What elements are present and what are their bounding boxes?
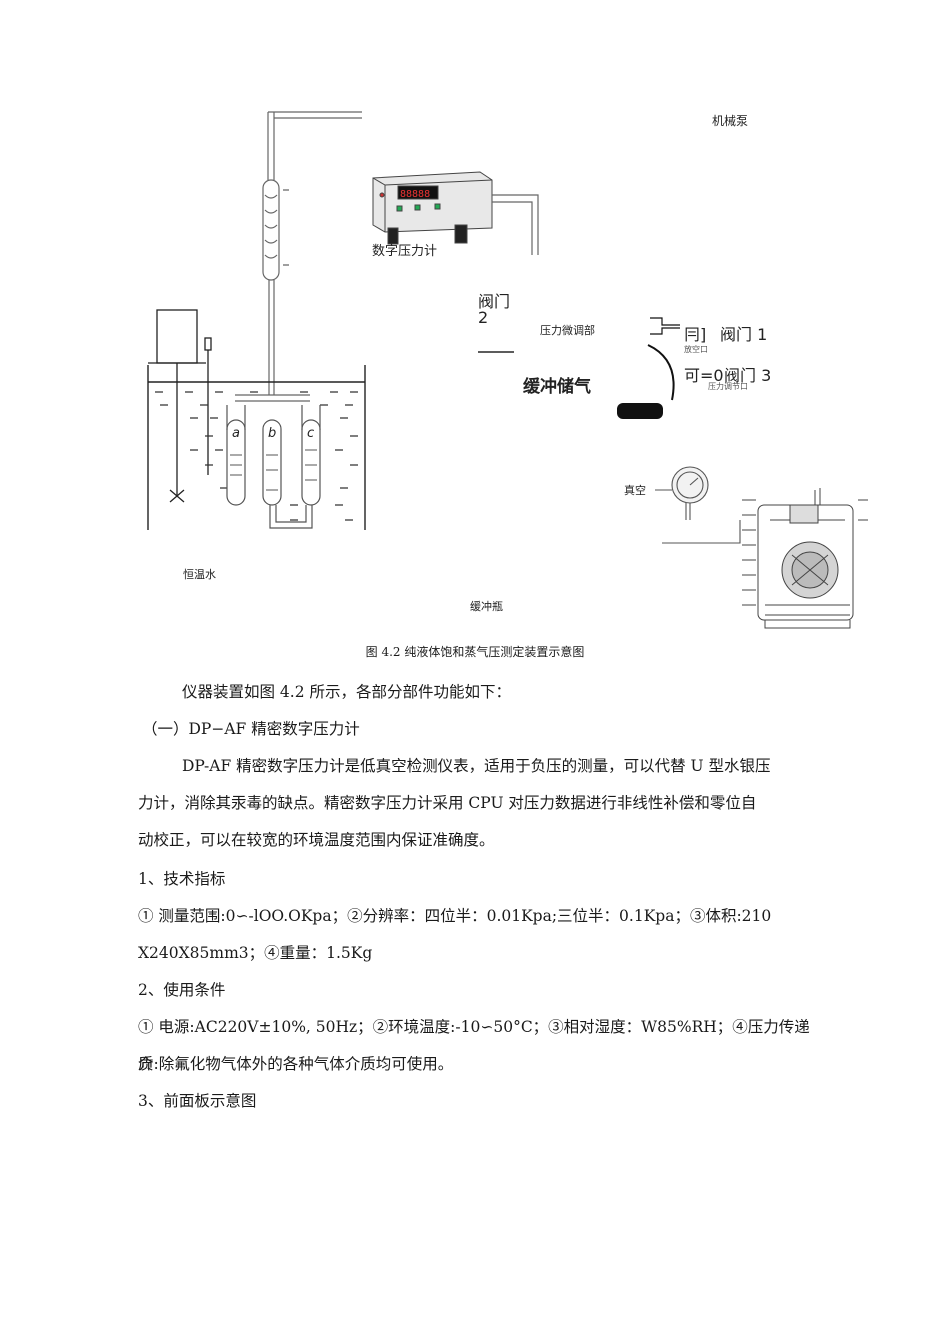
- vacuum-pump: [742, 488, 868, 629]
- label-valve2: 阀门: [478, 292, 511, 311]
- label-valve3-prefix: 可=0: [684, 366, 724, 385]
- conditions-line-1: ① 电源:AC220V±10%, 50Hz；②环境温度:-10∽50°C；③相对…: [138, 1018, 810, 1073]
- label-buffer-bottle: 缓冲瓶: [470, 600, 503, 613]
- label-thermostat: 恒温水: [183, 568, 216, 581]
- intro-paragraph: 仪器装置如图 4.2 所示，各部分部件功能如下：: [182, 683, 512, 701]
- description-line-3: 动校正，可以在较宽的环境温度范围内保证准确度。: [138, 831, 495, 849]
- label-vacuum: 真空: [624, 484, 646, 497]
- heading-tech-specs: 1、技术指标: [138, 870, 226, 888]
- label-buffer-gas: 缓冲储气: [523, 377, 591, 397]
- specs-line-1: ① 测量范围:0∽-lOO.OKpa；②分辨率：四位半：0.01Kpa;三位半：…: [138, 907, 772, 925]
- label-tube-a: a: [232, 426, 240, 441]
- label-valve1: 阀门 1: [720, 325, 768, 344]
- specs-line-2: X240X85mm3；④重量：1.5Kg: [138, 944, 373, 962]
- label-valve3: 阀门 3: [724, 366, 772, 385]
- description-line-1: DP-AF 精密数字压力计是低真空检测仪表，适用于负压的测量，可以代替 U 型水…: [182, 757, 771, 775]
- apparatus-figure: 88888: [0, 0, 950, 640]
- label-vent: 放空口: [684, 345, 708, 354]
- apparatus-diagram: 88888: [147, 111, 868, 629]
- buffer-base: [617, 403, 663, 419]
- label-tube-b: b: [268, 426, 277, 441]
- meter-display-text: 88888: [400, 189, 430, 200]
- water-dashes: [155, 391, 358, 521]
- section-heading-dp-af: （一）DP−AF 精密数字压力计: [142, 720, 360, 738]
- heading-front-panel: 3、前面板示意图: [138, 1092, 257, 1110]
- label-tube-c: c: [307, 426, 315, 441]
- description-line-2: 力计，消除其汞毒的缺点。精密数字压力计采用 CPU 对压力数据进行非线性补偿和零…: [138, 794, 757, 812]
- label-valve1-prefix: 冃]: [684, 325, 707, 344]
- pressure-meter: [372, 171, 493, 245]
- heading-conditions: 2、使用条件: [138, 981, 226, 999]
- stirrer: [148, 309, 212, 503]
- label-pump: 机械泵: [712, 114, 749, 128]
- condenser-tube: [235, 111, 362, 402]
- label-adjust-port: 压力调节口: [708, 382, 748, 391]
- vacuum-gauge: [655, 466, 741, 544]
- tubes-abc: [226, 405, 321, 529]
- label-meter: 数字压力计: [372, 244, 438, 259]
- label-valve2-num: 2: [478, 308, 489, 327]
- figure-caption: 图 4.2 纯液体饱和蒸气压测定装置示意图: [365, 645, 585, 659]
- buffer-vessel: [647, 317, 680, 401]
- conditions-line-2: 质:除氟化物气体外的各种气体介质均可使用。: [138, 1055, 454, 1073]
- label-micro-adjust: 压力微调部: [540, 324, 595, 337]
- water-bath: [147, 365, 366, 530]
